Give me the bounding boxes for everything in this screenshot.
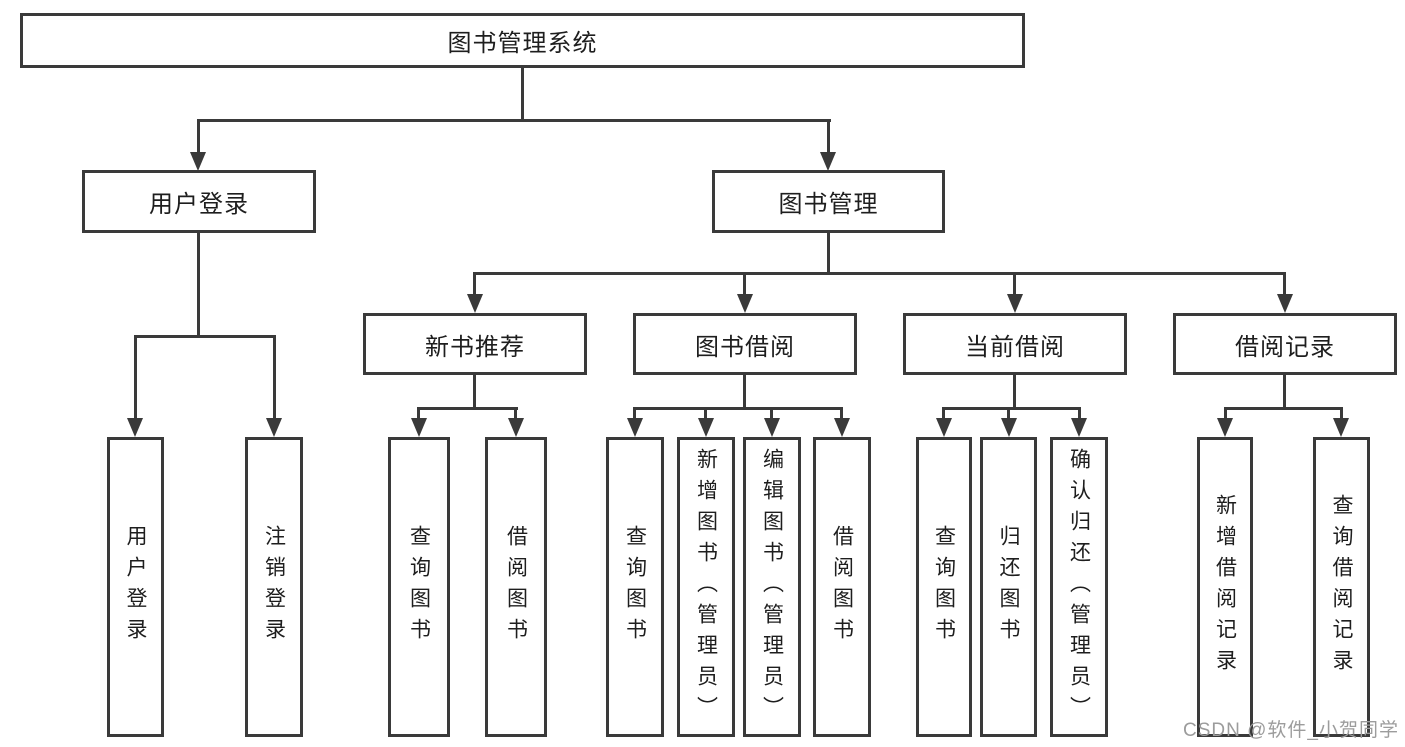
csdn-watermark: CSDN @软件_小贺同学: [1183, 720, 1399, 741]
arrow-down-icon: [1071, 418, 1087, 437]
node-borrowing-records-label: 借阅记录: [1235, 333, 1335, 361]
connector-line: [1007, 407, 1010, 420]
leaf-confirm-return-admin: 确认归还（管理员）: [1050, 437, 1108, 737]
connector-line: [1013, 272, 1016, 296]
connector-line: [134, 335, 137, 419]
leaf-label: 归还图书: [997, 525, 1020, 649]
node-user-login: 用户登录: [82, 170, 316, 233]
arrow-down-icon: [1001, 418, 1017, 437]
arrow-down-icon: [266, 418, 282, 437]
leaf-label: 查询图书: [932, 525, 956, 649]
connector-line: [1013, 375, 1016, 409]
connector-line: [827, 233, 830, 275]
node-root-label: 图书管理系统: [447, 30, 598, 57]
arrow-down-icon: [820, 152, 836, 171]
leaf-label: 查询图书: [407, 525, 431, 649]
arrow-down-icon: [508, 418, 524, 437]
arrow-down-icon: [834, 418, 850, 437]
connector-line: [1224, 407, 1227, 420]
connector-line: [134, 335, 276, 338]
leaf-label: 新增借阅记录: [1213, 494, 1237, 680]
leaf-label: 编辑图书（管理员）: [760, 447, 784, 727]
leaf-add-borrow-record: 新增借阅记录: [1197, 437, 1253, 737]
arrow-down-icon: [1333, 418, 1349, 437]
connector-line: [1283, 375, 1286, 409]
leaf-borrow-books: 借阅图书: [813, 437, 871, 737]
connector-line: [473, 272, 476, 296]
leaf-query-books-borrow: 查询图书: [606, 437, 664, 737]
connector-line: [514, 407, 517, 420]
node-user-login-label: 用户登录: [149, 191, 249, 218]
leaf-label: 查询图书: [623, 525, 647, 649]
arrow-down-icon: [737, 294, 753, 313]
connector-line: [942, 407, 1081, 410]
arrow-down-icon: [127, 418, 143, 437]
leaf-label: 确认归还（管理员）: [1067, 447, 1091, 727]
leaf-borrow-books-recommend: 借阅图书: [485, 437, 547, 737]
connector-line: [827, 119, 830, 154]
leaf-user-login: 用户登录: [107, 437, 164, 737]
connector-line: [942, 407, 945, 420]
leaf-query-borrow-record: 查询借阅记录: [1313, 437, 1370, 737]
connector-line: [417, 407, 518, 410]
leaf-return-books: 归还图书: [980, 437, 1037, 737]
leaf-label: 用户登录: [124, 525, 147, 649]
leaf-label: 借阅图书: [504, 525, 528, 649]
connector-line: [1283, 272, 1286, 296]
connector-line: [633, 407, 843, 410]
node-new-book-recommend-label: 新书推荐: [425, 333, 525, 361]
arrow-down-icon: [411, 418, 427, 437]
leaf-query-books-current: 查询图书: [916, 437, 972, 737]
node-current-borrowing: 当前借阅: [903, 313, 1127, 375]
node-borrowing-records: 借阅记录: [1173, 313, 1397, 375]
connector-line: [473, 272, 1286, 275]
node-current-borrowing-label: 当前借阅: [965, 333, 1065, 361]
node-book-borrowing-label: 图书借阅: [695, 333, 795, 361]
leaf-label: 新增图书（管理员）: [694, 447, 718, 727]
arrow-down-icon: [1217, 418, 1233, 437]
connector-line: [1340, 407, 1343, 420]
arrow-down-icon: [627, 418, 643, 437]
leaf-edit-books-admin: 编辑图书（管理员）: [743, 437, 801, 737]
connector-line: [273, 335, 276, 419]
arrow-down-icon: [936, 418, 952, 437]
leaf-add-books-admin: 新增图书（管理员）: [677, 437, 735, 737]
arrow-down-icon: [467, 294, 483, 313]
node-book-borrowing: 图书借阅: [633, 313, 857, 375]
connector-line: [704, 407, 707, 420]
leaf-label: 查询借阅记录: [1330, 494, 1353, 680]
arrow-down-icon: [1277, 294, 1293, 313]
arrow-down-icon: [190, 152, 206, 171]
connector-line: [1224, 407, 1343, 410]
node-book-management: 图书管理: [712, 170, 945, 233]
connector-line: [1078, 407, 1081, 420]
connector-line: [770, 407, 773, 420]
connector-line: [633, 407, 636, 420]
node-book-management-label: 图书管理: [778, 191, 879, 218]
connector-line: [743, 272, 746, 296]
leaf-label: 注销登录: [262, 525, 286, 649]
connector-line: [417, 407, 420, 420]
connector-line: [197, 119, 831, 122]
connector-line: [197, 119, 200, 154]
leaf-logout: 注销登录: [245, 437, 303, 737]
leaf-query-books-recommend: 查询图书: [388, 437, 450, 737]
connector-line: [840, 407, 843, 420]
connector-line: [197, 233, 200, 338]
arrow-down-icon: [764, 418, 780, 437]
node-root: 图书管理系统: [20, 13, 1025, 68]
connector-line: [473, 375, 476, 409]
connector-line: [743, 375, 746, 409]
leaf-label: 借阅图书: [830, 525, 854, 649]
node-new-book-recommend: 新书推荐: [363, 313, 587, 375]
connector-line: [521, 66, 524, 121]
arrow-down-icon: [1007, 294, 1023, 313]
arrow-down-icon: [698, 418, 714, 437]
